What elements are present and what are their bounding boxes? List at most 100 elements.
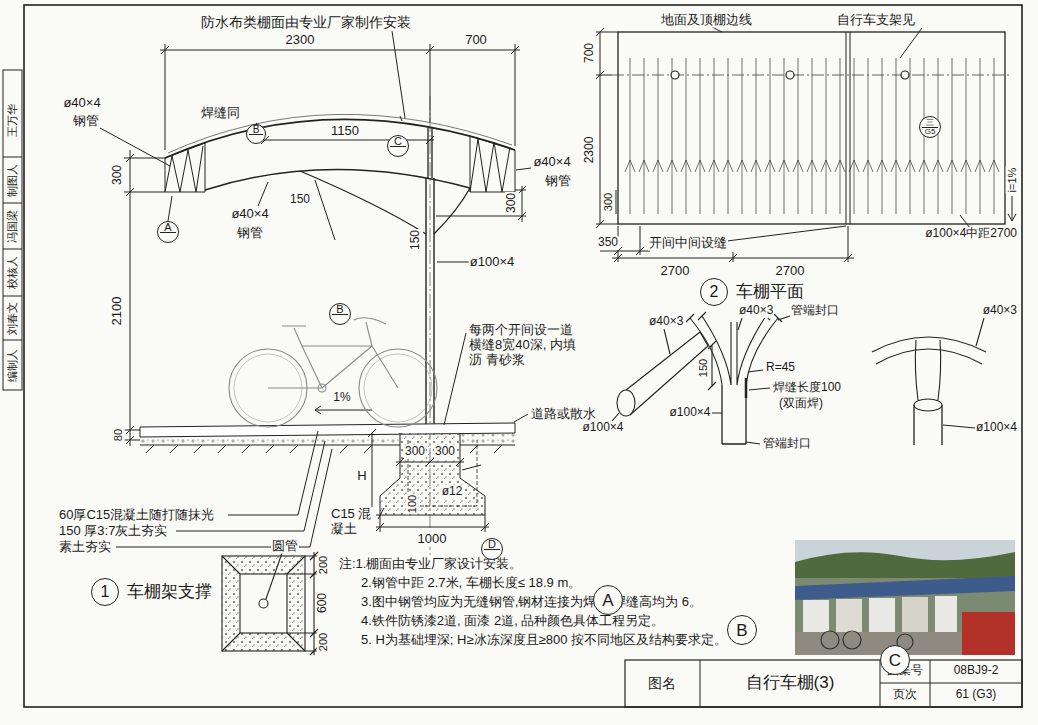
- marker-divider: [390, 146, 406, 147]
- detail-d: [222, 556, 305, 651]
- bike-rack: [849, 58, 859, 214]
- dimension-line: [376, 515, 489, 532]
- pipe-spec: ø12: [441, 485, 464, 499]
- marker-divider: [332, 314, 348, 315]
- section-marker: C: [387, 135, 409, 157]
- site-photo: [795, 632, 962, 655]
- annotation-text: 焊缝长度100: [772, 381, 842, 395]
- site-photo: [795, 540, 1015, 655]
- section-marker: B: [246, 124, 266, 144]
- pipe-spec: ø40×4: [62, 96, 101, 111]
- detail-title: 车棚架支撑: [127, 583, 212, 602]
- annotation-text: 焊缝同: [200, 106, 241, 121]
- plan-column: [671, 71, 909, 79]
- bike-rack: [975, 58, 985, 214]
- design-note: 2.钢管中距 2.7米, 车棚长度≤ 18.9 m。: [360, 576, 582, 591]
- site-photo: [803, 600, 829, 632]
- marker-text: G5: [920, 127, 940, 136]
- detail-c: [915, 340, 940, 400]
- annotation-text: C15 混凝土: [330, 507, 376, 537]
- slope-arrow: [1008, 196, 1016, 221]
- title-block-cell: 61 (G3): [955, 688, 998, 702]
- detail-callout: B: [727, 615, 757, 645]
- site-photo: [821, 631, 839, 649]
- dimension-text: 80: [112, 428, 125, 442]
- site-photo: [935, 596, 957, 632]
- detail-d: [240, 574, 287, 633]
- dimension-text: 700: [583, 42, 597, 64]
- dimension-line: [368, 429, 380, 519]
- leader-line: [266, 553, 282, 599]
- dimension-text: 350: [597, 236, 619, 250]
- dimension-text: 150: [697, 358, 710, 378]
- detail-title: 车棚平面: [736, 283, 804, 302]
- lime-soil: [460, 433, 515, 445]
- leader-line: [392, 31, 405, 118]
- section-marker: 三G5: [919, 116, 941, 138]
- bike-rack: [709, 58, 719, 214]
- dimension-line: [160, 44, 520, 150]
- pipe-spec: ø40×4: [532, 155, 571, 170]
- annotation-text: 150 厚3:7灰土夯实: [58, 524, 168, 539]
- canopy-top: [165, 119, 515, 158]
- bike-rack: [891, 58, 901, 214]
- bike-rack: [765, 58, 775, 214]
- column-arm: [300, 128, 470, 234]
- sheet-frame: [3, 70, 22, 390]
- sheet-frame: [24, 5, 1022, 707]
- dimension-text: 100: [406, 494, 419, 514]
- pipe-spec: ø100×4中距2700: [924, 227, 1018, 241]
- leader-line: [100, 116, 531, 470]
- dimension-text: 200: [317, 555, 330, 575]
- expansion-joint: [846, 32, 850, 224]
- detail-c: [872, 318, 986, 445]
- pipe-spec: ø100×4: [975, 421, 1018, 435]
- title-block: [625, 660, 1022, 707]
- annotation-text: 管端封口: [762, 437, 812, 451]
- bike-rack: [989, 58, 999, 214]
- annotation-text: i=1%: [1006, 167, 1019, 194]
- title-block-cell: 08BJ9-2: [953, 664, 1000, 678]
- marker-text: 三: [920, 118, 940, 127]
- pipe-spec: ø100×4: [469, 255, 515, 270]
- annotation-text: 道路或散水: [530, 407, 597, 422]
- dimension-line: [436, 186, 526, 222]
- title-block: [625, 660, 1022, 707]
- drawing-title: 自行车棚(3): [745, 673, 836, 693]
- annotation-text: (双面焊): [778, 397, 824, 411]
- annotation-text: 钢管: [72, 114, 100, 129]
- sheet-frame: [3, 5, 1022, 707]
- signature-name: 刘春文: [6, 301, 19, 336]
- dimension-text: 300: [505, 192, 519, 214]
- detail-c: [914, 399, 942, 411]
- dimension-text: 700: [464, 33, 488, 48]
- bike-rack: [695, 58, 705, 214]
- dimension-text: 150: [409, 229, 423, 251]
- dimension-line: [124, 150, 165, 446]
- site-photo: [843, 631, 861, 649]
- detail-d: [222, 556, 305, 651]
- leader-line: [612, 329, 670, 421]
- marker-letter: D: [482, 540, 502, 549]
- bike-rack: [681, 58, 691, 214]
- detail-heading: 2 车棚平面: [700, 278, 804, 306]
- callout-letter: C: [881, 646, 909, 674]
- canopy-section: [100, 31, 531, 566]
- marker-letter: B: [330, 305, 350, 314]
- marker-divider: [484, 549, 500, 550]
- pipe-spec: ø100×4: [668, 406, 711, 420]
- detail-b: [722, 385, 746, 444]
- annotation-text: 素土夯实: [58, 540, 112, 555]
- section-marker: D: [481, 538, 503, 560]
- callout-number: 2: [701, 279, 727, 305]
- annotation-text: 防水布类棚面由专业厂家制作安装: [200, 14, 412, 30]
- bike-rack: [667, 58, 677, 214]
- dimension-text: 600: [316, 592, 330, 614]
- detail-callout: A: [593, 585, 623, 615]
- bike-rack: [639, 58, 649, 214]
- detail-d: [259, 599, 268, 608]
- annotation-text: 钢管: [236, 226, 264, 241]
- marker-divider: [160, 232, 176, 233]
- pipe-spec: ø100×4: [581, 421, 624, 435]
